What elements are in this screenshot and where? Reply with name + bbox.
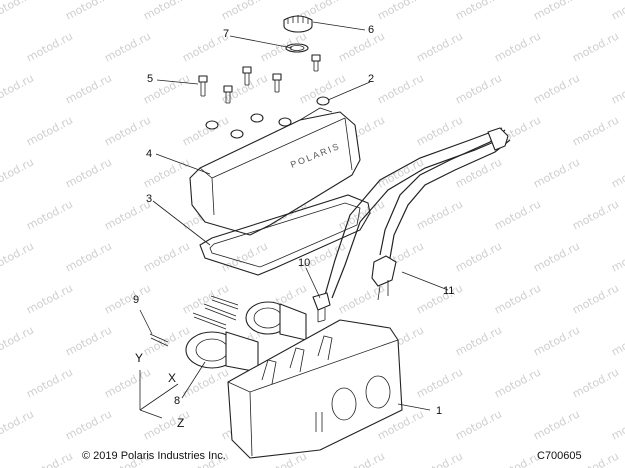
watermark-text: motod.ru xyxy=(609,71,625,106)
watermark-text: motod.ru xyxy=(102,281,153,316)
watermark-text: motod.ru xyxy=(414,29,465,64)
callout-11: 11 xyxy=(443,285,454,297)
watermark-text: motod.ru xyxy=(141,239,192,274)
watermark-text: motod.ru xyxy=(531,71,582,106)
copyright-text: © 2019 Polaris Industries Inc. xyxy=(82,450,226,462)
leader-lines xyxy=(139,21,449,411)
callout-1: 1 xyxy=(436,405,442,417)
watermark-text: motod.ru xyxy=(63,71,114,106)
manifold-bolts xyxy=(149,295,239,347)
callout-3: 3 xyxy=(146,193,152,205)
watermark-text: motod.ru xyxy=(63,323,114,358)
callout-2: 2 xyxy=(368,73,374,85)
axis-x-label: X xyxy=(168,371,176,385)
watermark-text: motod.ru xyxy=(141,407,192,442)
watermark-text: motod.ru xyxy=(375,0,426,23)
cover-bolts xyxy=(198,54,321,104)
watermark-text: motod.ru xyxy=(492,365,543,400)
cylinder-head xyxy=(227,319,403,459)
callout-6: 6 xyxy=(368,24,374,36)
watermark-text: motod.ru xyxy=(24,281,75,316)
watermark-text: motod.ru xyxy=(570,29,621,64)
watermark-text: motod.ru xyxy=(570,281,621,316)
grommets xyxy=(205,96,330,139)
watermark-text: motod.ru xyxy=(570,113,621,148)
watermark-text: motod.ru xyxy=(0,71,36,106)
watermark-text: motod.ru xyxy=(531,239,582,274)
watermark-text: motod.ru xyxy=(24,113,75,148)
oil-tubes xyxy=(324,127,511,301)
watermark-text: motod.ru xyxy=(102,365,153,400)
axis-y-label: Y xyxy=(135,351,143,365)
watermark-text: motod.ru xyxy=(63,407,114,442)
watermark-text: motod.ru xyxy=(0,0,36,23)
watermark-text: motod.ru xyxy=(414,197,465,232)
callout-7: 7 xyxy=(223,28,229,40)
watermark-text: motod.ru xyxy=(414,365,465,400)
watermark-text: motod.ru xyxy=(24,29,75,64)
callouts: 1 2 3 4 5 6 7 8 9 10 11 xyxy=(133,24,454,417)
watermark-text: motod.ru xyxy=(63,239,114,274)
watermark-text: motod.ru xyxy=(492,449,543,468)
watermark-text: motod.ru xyxy=(24,449,75,468)
watermark-text: motod.ru xyxy=(531,0,582,23)
callout-5: 5 xyxy=(147,73,153,85)
watermark-text: motod.ru xyxy=(0,239,36,274)
watermark-text: motod.ru xyxy=(180,365,231,400)
watermark-text: motod.ru xyxy=(492,281,543,316)
watermark-text: motod.ru xyxy=(63,0,114,23)
diagram-code: C700605 xyxy=(537,450,582,462)
watermark-text: motod.ru xyxy=(180,113,231,148)
valve-cover-gasket xyxy=(199,194,371,276)
callout-10: 10 xyxy=(298,257,310,269)
watermark-text: motod.ru xyxy=(609,239,625,274)
watermark-text: motod.ru xyxy=(336,29,387,64)
watermark-text: motod.ru xyxy=(63,155,114,190)
watermark-text: motod.ru xyxy=(492,197,543,232)
watermark-text: motod.ru xyxy=(453,323,504,358)
watermark-text: motod.ru xyxy=(609,0,625,23)
watermark-text: motod.ru xyxy=(609,407,625,442)
watermark-text: motod.ru xyxy=(0,407,36,442)
watermark-text: motod.ru xyxy=(219,0,270,23)
watermark-text: motod.ru xyxy=(102,113,153,148)
watermark-text: motod.ru xyxy=(531,323,582,358)
watermark-text: motod.ru xyxy=(414,113,465,148)
watermark-text: motod.ru xyxy=(336,449,387,468)
watermark-text: motod.ru xyxy=(492,29,543,64)
watermark-text: motod.ru xyxy=(141,0,192,23)
axis-indicator: Y X Z xyxy=(135,351,184,430)
watermark-text: motod.ru xyxy=(0,323,36,358)
watermark-text: motod.ru xyxy=(453,71,504,106)
callout-4: 4 xyxy=(146,148,152,160)
watermark-text: motod.ru xyxy=(414,449,465,468)
watermark-text: motod.ru xyxy=(531,407,582,442)
watermark-text: motod.ru xyxy=(375,155,426,190)
oil-filler-cap xyxy=(283,15,313,33)
watermark-text: motod.ru xyxy=(24,197,75,232)
watermark-text: motod.ru xyxy=(24,365,75,400)
watermark-text: motod.ru xyxy=(453,155,504,190)
watermark-text: motod.ru xyxy=(336,281,387,316)
watermark-text: motod.ru xyxy=(0,155,36,190)
axis-z-label: Z xyxy=(177,416,184,430)
watermark-text: motod.ru xyxy=(453,239,504,274)
watermark-text: motod.ru xyxy=(570,197,621,232)
watermark-text: motod.ru xyxy=(453,0,504,23)
watermark-text: motod.ru xyxy=(531,155,582,190)
watermark-text: motod.ru xyxy=(609,155,625,190)
watermark-text: motod.ru xyxy=(375,71,426,106)
watermark-text: motod.ru xyxy=(453,407,504,442)
o-ring xyxy=(285,43,309,53)
sensor-fitting xyxy=(312,292,331,323)
intake-boots xyxy=(185,301,307,373)
watermark-text: motod.ru xyxy=(141,155,192,190)
watermark-text: motod.ru xyxy=(609,323,625,358)
watermark-text: motod.ru xyxy=(102,29,153,64)
watermark-text: motod.ru xyxy=(570,365,621,400)
callout-8: 8 xyxy=(174,395,180,407)
callout-9: 9 xyxy=(133,294,139,306)
valve-cover: POLARIS xyxy=(189,107,361,236)
